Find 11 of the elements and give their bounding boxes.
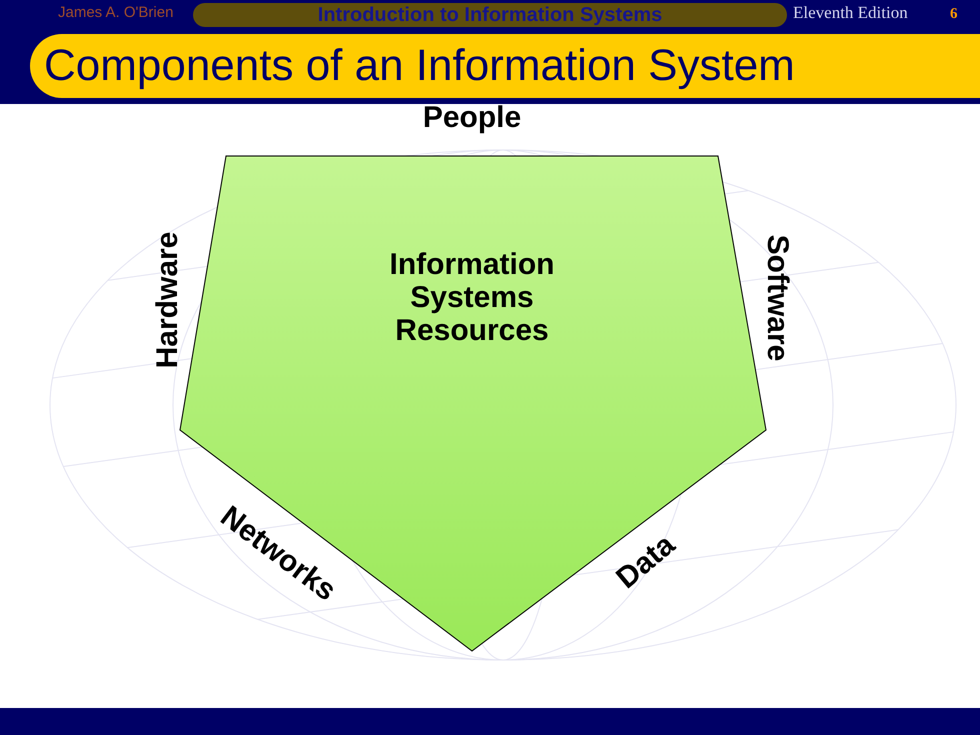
- side-label: Data: [611, 530, 681, 594]
- node-label: Information Systems Resources: [388, 248, 556, 347]
- edition-text: Eleventh Edition: [793, 3, 908, 23]
- book-title: Introduction to Information Systems: [316, 3, 664, 27]
- side-label: Software: [762, 234, 792, 362]
- slide-title: Components of an Information System: [44, 41, 795, 91]
- side-label: People: [422, 103, 522, 133]
- side-label: Hardware: [153, 232, 183, 368]
- pentagon-shape: [180, 156, 766, 651]
- page-number: 6: [950, 5, 958, 23]
- author-name: James A. O'Brien: [58, 4, 174, 22]
